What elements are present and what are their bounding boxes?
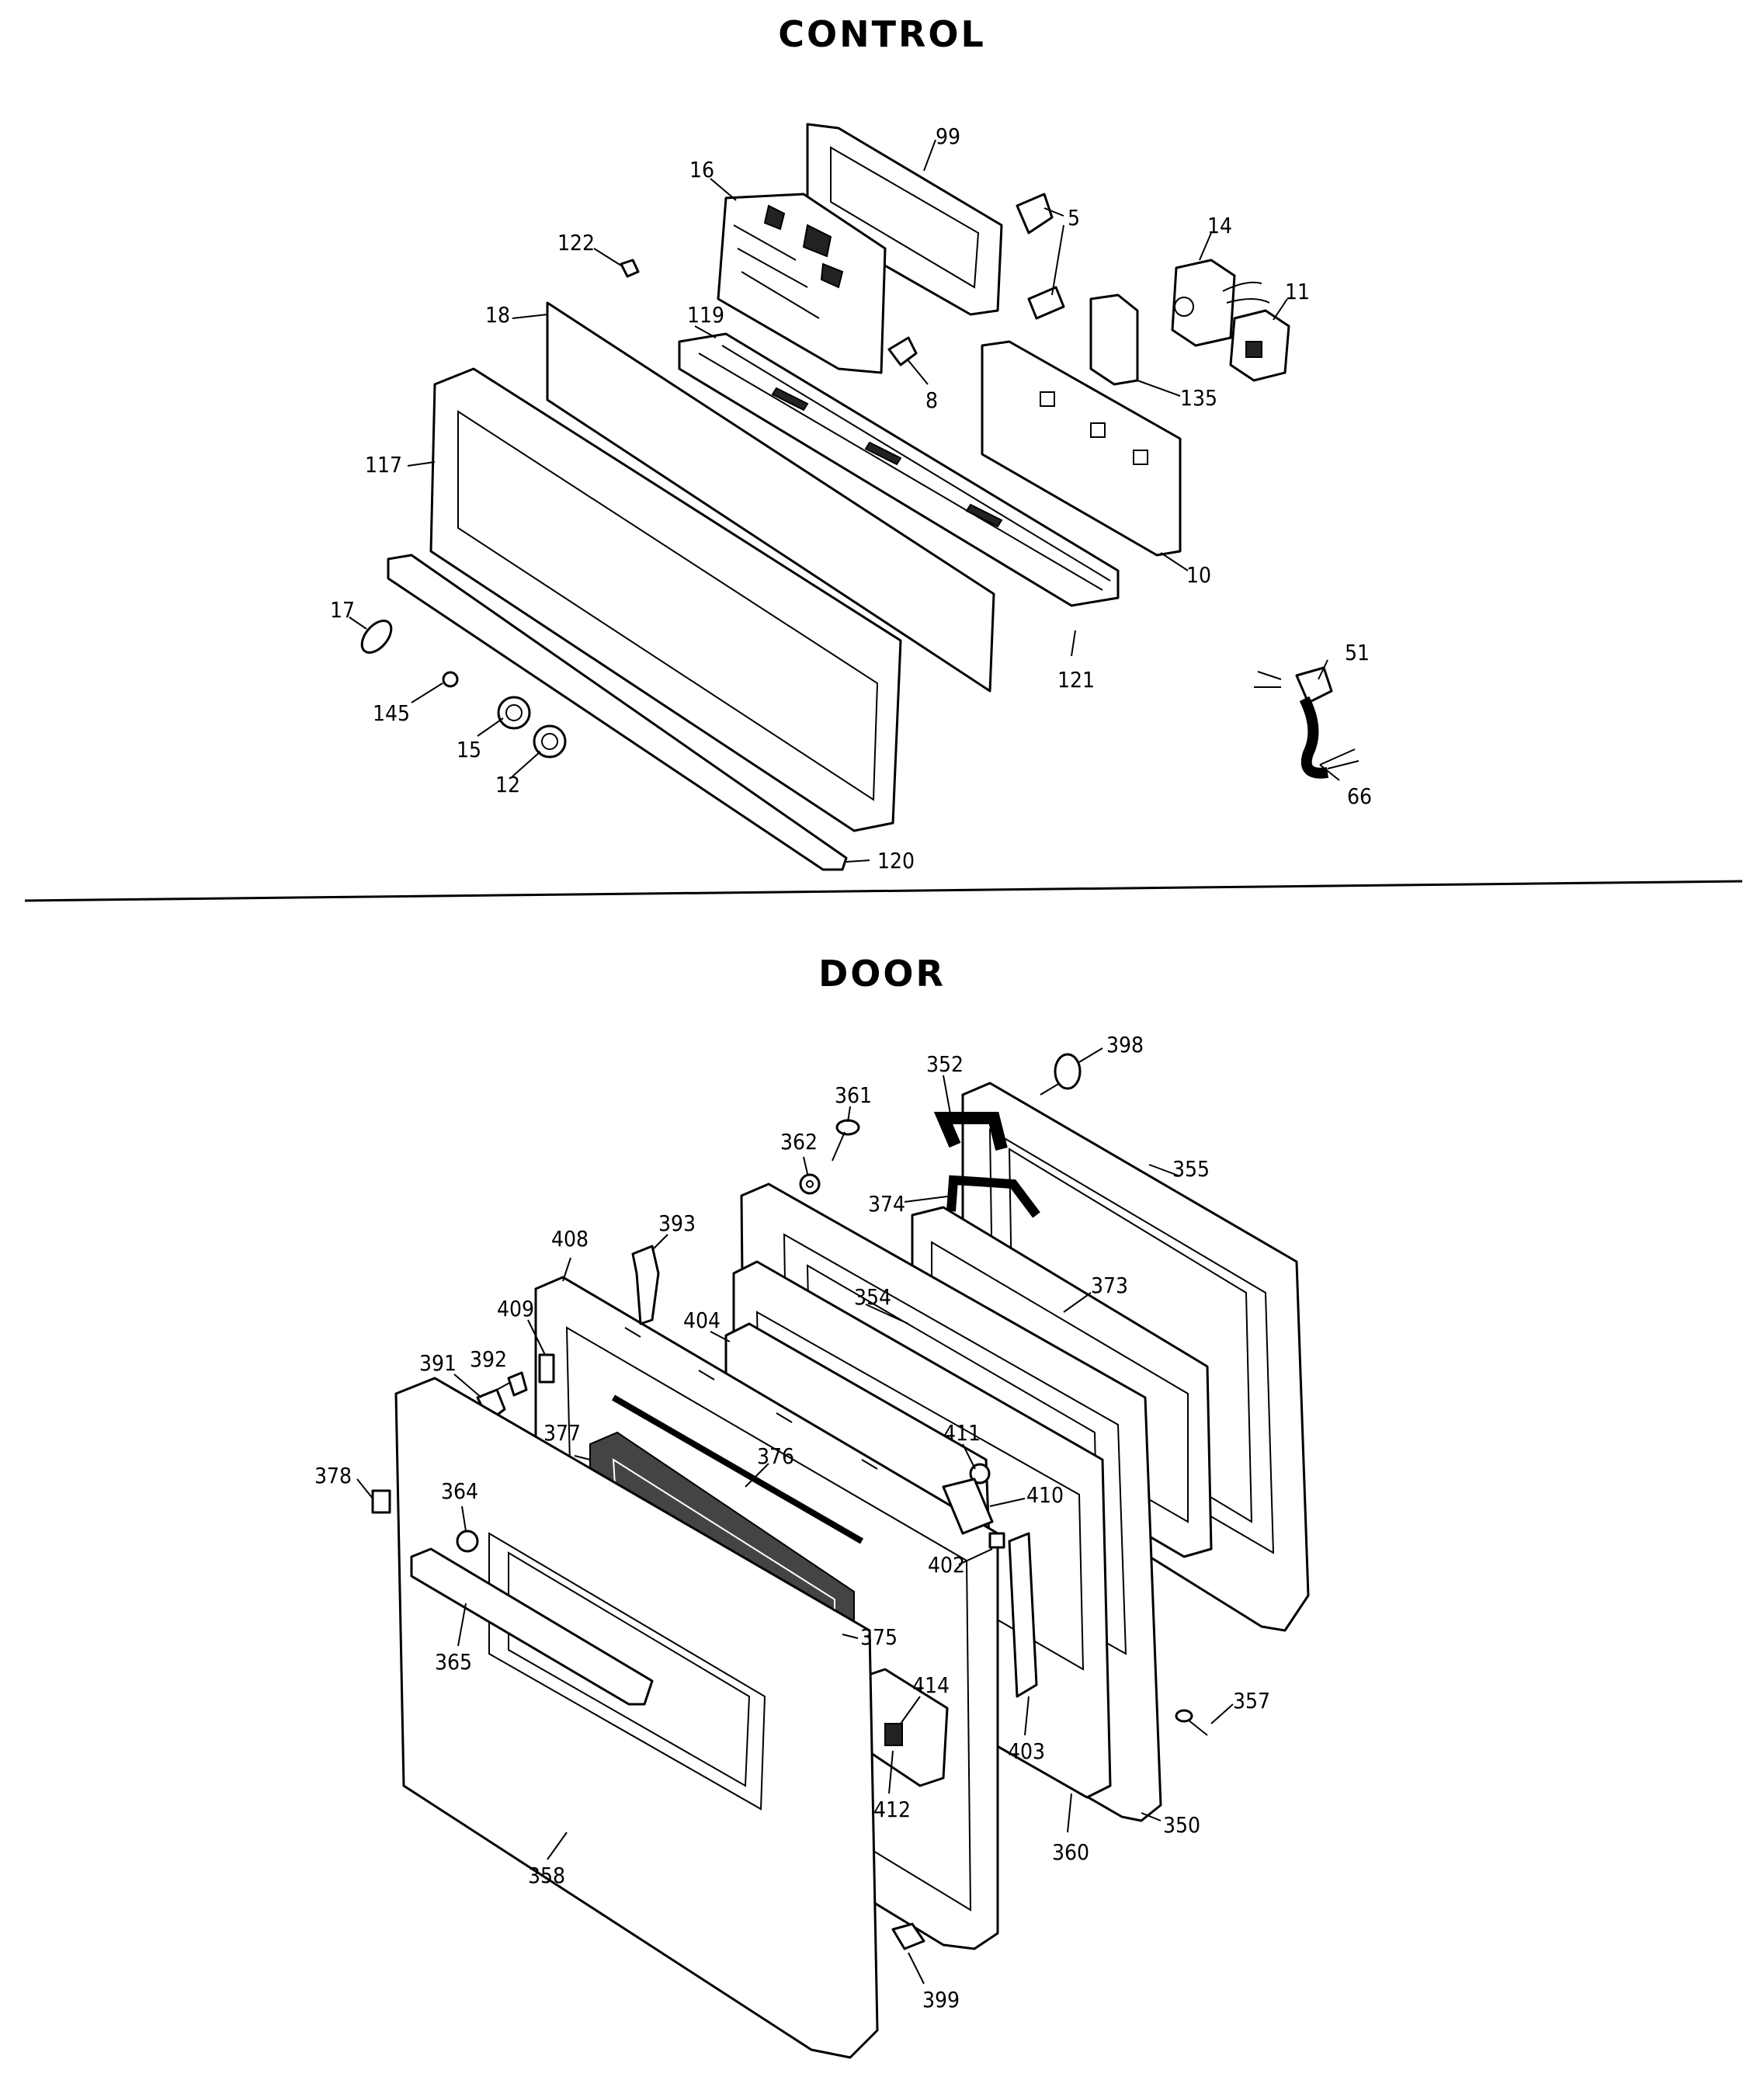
part-12-knob [533, 724, 567, 759]
callout-122: 122 [557, 230, 595, 255]
callout-18: 18 [485, 302, 510, 328]
callout-8: 8 [925, 387, 938, 413]
part-17-bulb [360, 620, 393, 654]
part-399-block [891, 1922, 925, 1950]
callout-10: 10 [1186, 562, 1211, 588]
callout-404: 404 [683, 1307, 721, 1333]
part-403-hinge [1008, 1532, 1038, 1698]
part-378-clip [371, 1489, 391, 1514]
callout-358: 358 [528, 1863, 565, 1888]
part-145-screw [442, 671, 459, 688]
callout-365: 365 [435, 1649, 472, 1675]
callout-409: 409 [497, 1296, 534, 1321]
part-376-rod [611, 1394, 864, 1544]
callout-403: 403 [1008, 1738, 1045, 1764]
part-122-clip [620, 259, 640, 278]
part-398-bumper [1040, 1053, 1082, 1096]
part-15-knob [497, 696, 531, 730]
callout-354: 354 [854, 1284, 891, 1310]
callout-392: 392 [470, 1346, 507, 1372]
callout-362: 362 [780, 1129, 818, 1155]
callout-410: 410 [1026, 1482, 1064, 1508]
callout-145: 145 [373, 700, 410, 726]
callout-17: 17 [330, 597, 355, 623]
part-16-control-board [717, 193, 887, 374]
part-411-410-hinge-pin [942, 1463, 1005, 1549]
callout-391: 391 [419, 1350, 457, 1376]
callout-375: 375 [860, 1624, 898, 1650]
callout-66: 66 [1347, 783, 1372, 809]
callout-412: 412 [873, 1797, 911, 1822]
callout-414: 414 [912, 1672, 950, 1698]
callout-121: 121 [1057, 667, 1095, 693]
callout-117: 117 [365, 452, 402, 477]
part-135-pad [1089, 293, 1139, 386]
part-361-screw [832, 1119, 860, 1162]
door-section-title: DOOR [818, 953, 946, 995]
part-120-trim [387, 554, 848, 871]
door-leaders [356, 1047, 1234, 1985]
callout-378: 378 [314, 1463, 352, 1488]
part-14-motor [1171, 259, 1270, 347]
callout-120: 120 [877, 848, 915, 873]
callout-12: 12 [495, 772, 520, 797]
callout-16: 16 [689, 157, 714, 182]
callout-402: 402 [928, 1552, 965, 1578]
part-392-spring [507, 1371, 528, 1397]
callout-350: 350 [1163, 1812, 1200, 1838]
control-leaders [349, 139, 1340, 863]
part-119-rail [678, 332, 1120, 607]
callout-15: 15 [457, 737, 481, 762]
callout-364: 364 [441, 1478, 478, 1504]
callout-11: 11 [1285, 279, 1310, 304]
part-352-gasket [933, 1112, 1008, 1151]
part-117-frame [429, 367, 902, 832]
callout-408: 408 [551, 1226, 589, 1252]
callout-399: 399 [922, 1987, 960, 2012]
part-357-screw [1175, 1709, 1208, 1736]
part-393-bracket [631, 1245, 660, 1325]
part-362-washer [799, 1173, 821, 1195]
callout-357: 357 [1233, 1688, 1270, 1714]
callout-119: 119 [687, 302, 724, 328]
callout-398: 398 [1106, 1032, 1144, 1057]
door-callouts: 398 352 361 362 355 374 408 393 373 409 … [314, 1032, 1270, 2012]
callout-376: 376 [757, 1443, 794, 1469]
callout-14: 14 [1207, 213, 1232, 238]
callout-373: 373 [1091, 1273, 1128, 1298]
control-section-title: CONTROL [778, 13, 986, 55]
callout-352: 352 [926, 1051, 964, 1077]
part-18-glass [546, 301, 995, 693]
part-8-clip [887, 336, 918, 366]
part-5-clips [1016, 193, 1065, 320]
part-51-66-harness [1254, 666, 1359, 779]
callout-361: 361 [835, 1082, 872, 1108]
door-assembly [371, 1053, 1310, 2059]
callout-360: 360 [1052, 1839, 1089, 1865]
callout-99: 99 [936, 123, 960, 149]
section-divider [24, 880, 1743, 902]
callout-135: 135 [1180, 385, 1217, 411]
callout-411: 411 [943, 1420, 981, 1446]
control-callouts: 99 16 5 14 11 122 18 119 8 135 117 10 17… [330, 123, 1372, 873]
callout-355: 355 [1172, 1156, 1210, 1182]
part-365-handle [410, 1547, 654, 1706]
callout-5: 5 [1068, 205, 1080, 231]
part-11-switch [1229, 309, 1290, 382]
callout-51: 51 [1345, 640, 1370, 665]
part-10-back-panel [981, 340, 1182, 557]
control-assembly [360, 123, 1359, 871]
callout-393: 393 [658, 1210, 696, 1236]
part-409-clip [538, 1353, 555, 1384]
callout-377: 377 [543, 1420, 581, 1446]
callout-374: 374 [868, 1191, 905, 1217]
